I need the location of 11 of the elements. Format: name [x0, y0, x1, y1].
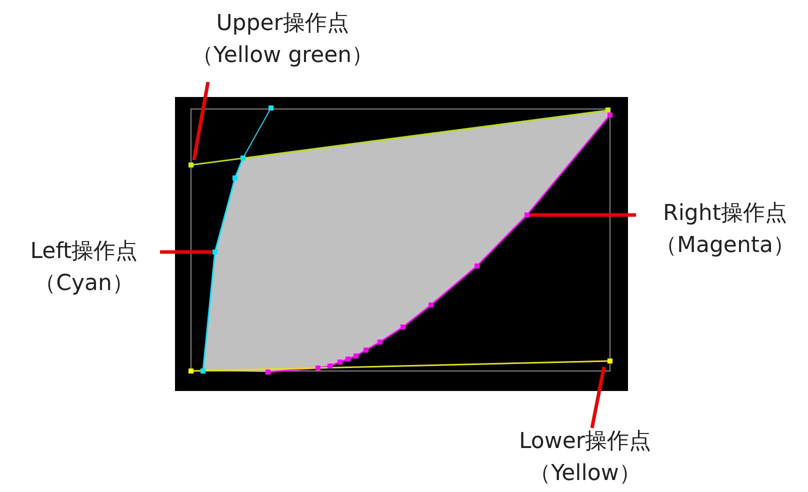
- callout-label: Lower操作点: [518, 428, 652, 456]
- leader-line: [160, 250, 212, 254]
- callout-label: （Magenta）: [654, 232, 796, 260]
- callout-label: （Yellow green）: [190, 42, 375, 70]
- callout-label: （Yellow）: [528, 460, 642, 488]
- leader-line: [530, 213, 636, 217]
- callout-label: Left操作点: [29, 238, 139, 266]
- callout-label: Upper操作点: [215, 10, 350, 38]
- callout-label: Right操作点: [662, 200, 788, 228]
- leader-line: [590, 366, 606, 428]
- callout-label: （Cyan）: [33, 270, 135, 298]
